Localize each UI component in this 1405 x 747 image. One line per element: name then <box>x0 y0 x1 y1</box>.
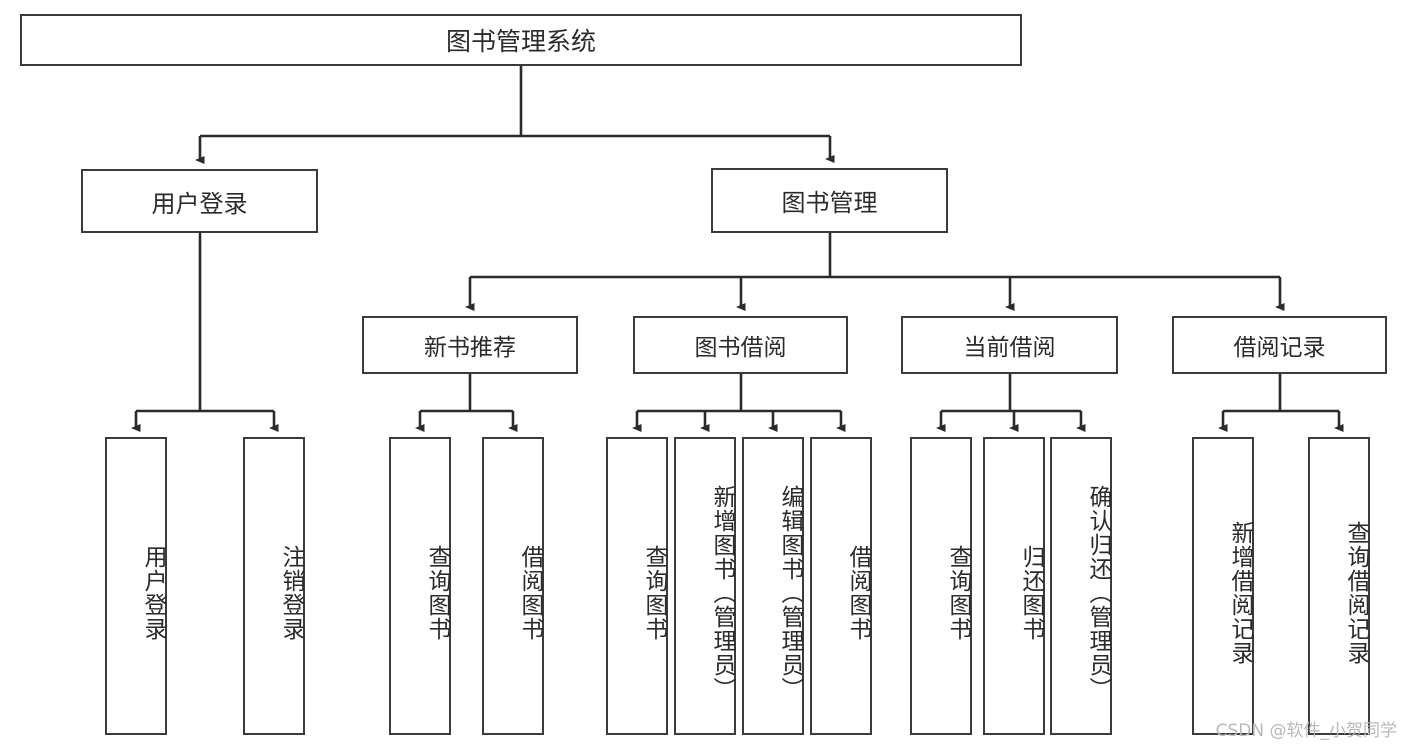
node-leaf-4[interactable]: 借阅图书 <box>482 437 544 735</box>
node-label: 归还图书 <box>1018 545 1044 641</box>
node-label: 注销登录 <box>278 545 304 641</box>
node-label: 借阅记录 <box>1233 335 1326 361</box>
node-leaf-1[interactable]: 用户登录 <box>105 437 167 735</box>
node-label: 编辑图书（管理员） <box>777 485 803 701</box>
node-label: 借阅图书 <box>845 545 871 641</box>
node-label: 图书管理 <box>781 189 878 217</box>
node-borrow[interactable]: 图书借阅 <box>633 316 848 374</box>
node-leaf-8[interactable]: 借阅图书 <box>810 437 872 735</box>
node-leaf-2[interactable]: 注销登录 <box>243 437 305 735</box>
node-label: 查询图书 <box>945 545 971 641</box>
node-leaf-3[interactable]: 查询图书 <box>389 437 451 735</box>
node-leaf-13[interactable]: 查询借阅记录 <box>1308 437 1370 735</box>
node-label: 用户登录 <box>151 189 248 218</box>
node-leaf-5[interactable]: 查询图书 <box>606 437 668 735</box>
node-label: 查询图书 <box>424 545 450 641</box>
node-leaf-11[interactable]: 确认归还（管理员） <box>1050 437 1112 735</box>
node-leaf-7[interactable]: 编辑图书（管理员） <box>742 437 804 735</box>
node-label: 借阅图书 <box>517 545 543 641</box>
node-book-mgmt[interactable]: 图书管理 <box>711 168 948 233</box>
node-label: 新书推荐 <box>424 335 516 361</box>
node-label: 用户登录 <box>140 545 166 641</box>
node-records[interactable]: 借阅记录 <box>1172 316 1387 374</box>
node-leaf-9[interactable]: 查询图书 <box>910 437 972 735</box>
node-label: 新增借阅记录 <box>1227 521 1253 665</box>
node-label: 新增图书（管理员） <box>709 485 735 701</box>
node-leaf-6[interactable]: 新增图书（管理员） <box>674 437 736 735</box>
node-leaf-10[interactable]: 归还图书 <box>983 437 1045 735</box>
node-label: 当前借阅 <box>963 335 1056 361</box>
node-current[interactable]: 当前借阅 <box>901 316 1118 374</box>
node-root[interactable]: 图书管理系统 <box>20 14 1022 66</box>
node-label: 确认归还（管理员） <box>1085 485 1111 701</box>
node-label: 查询图书 <box>641 545 667 641</box>
watermark-label: CSDN @软件_小贺同学 <box>1215 721 1397 741</box>
node-user-login[interactable]: 用户登录 <box>81 169 318 233</box>
node-leaf-12[interactable]: 新增借阅记录 <box>1192 437 1254 735</box>
node-label: 图书管理系统 <box>445 27 596 56</box>
node-new-rec[interactable]: 新书推荐 <box>362 316 578 374</box>
node-label: 查询借阅记录 <box>1343 521 1369 665</box>
node-label: 图书借阅 <box>694 335 787 361</box>
